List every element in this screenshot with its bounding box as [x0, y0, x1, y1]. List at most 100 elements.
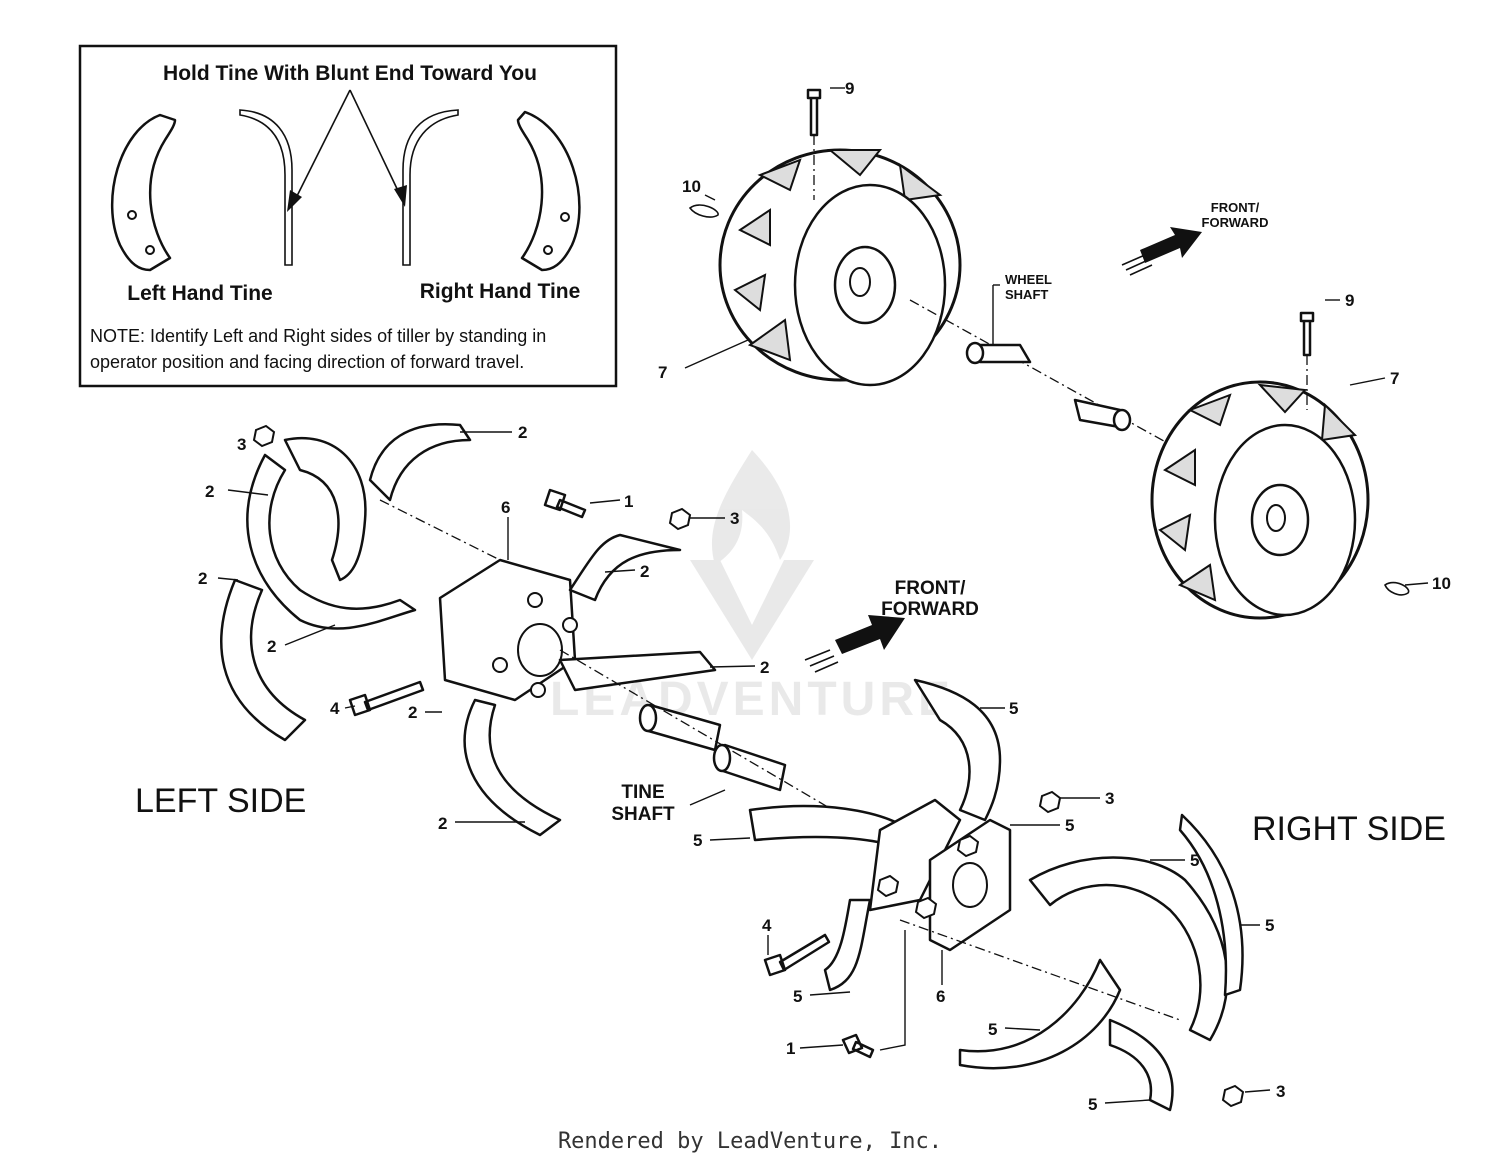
tine-hole: [127, 210, 137, 220]
left-hand-tine-label: Left Hand Tine: [127, 282, 272, 305]
tine-right-lower-left: [823, 898, 872, 992]
arrow-left-blunt-end: [294, 89, 351, 201]
tine-left-top-back: [283, 436, 367, 582]
callout-3: 3: [237, 435, 246, 454]
callout-10: 10: [682, 177, 701, 196]
forward-arrow-lower: FRONT/ FORWARD: [804, 578, 979, 673]
right-side-label: RIGHT SIDE: [1252, 810, 1446, 848]
front-forward-small-1: FRONT/: [1211, 200, 1260, 215]
callout-10: 10: [1432, 574, 1451, 593]
callout-2: 2: [205, 482, 214, 501]
callout-7: 7: [1390, 369, 1399, 388]
hitch-pin-9-top: [806, 88, 822, 137]
left-side-label: LEFT SIDE: [135, 782, 306, 820]
tine-right-lower-curve: [1108, 1018, 1174, 1112]
front-forward-small-2: FORWARD: [1202, 215, 1269, 230]
hex-nut-3-top: [252, 424, 276, 448]
callout-1: 1: [624, 492, 633, 511]
hitch-pin-9-bottom: [1299, 311, 1315, 357]
right-hand-tine-flat: [516, 110, 581, 272]
flange-center-hole-right: [952, 862, 988, 908]
flange-nut: [530, 682, 546, 698]
arrow-right-blunt-end: [349, 89, 401, 196]
tine-left-bottom: [463, 698, 562, 837]
wheel-shaft-label-1: WHEEL: [1005, 272, 1052, 287]
callout-5: 5: [1190, 851, 1199, 870]
hub-hole-left: [849, 267, 871, 297]
callout-2: 2: [640, 562, 649, 581]
footer-credit: Rendered by LeadVenture, Inc.: [558, 1129, 942, 1154]
v-logo-icon: [690, 560, 814, 660]
forward-arrow-icon: [835, 615, 905, 654]
callout-2: 2: [198, 569, 207, 588]
callout-9: 9: [845, 79, 854, 98]
right-hand-tine-edge: [402, 109, 459, 266]
bolt-4-left: [348, 680, 425, 717]
tine-shaft-label-2: SHAFT: [611, 804, 675, 825]
inset-note-line1: NOTE: Identify Left and Right sides of t…: [90, 326, 546, 346]
bolt-1-top: [543, 488, 587, 519]
tine-orientation-inset: Hold Tine With Blunt End Toward You Left…: [78, 44, 618, 388]
callout-2: 2: [438, 814, 447, 833]
right-hand-tine-label: Right Hand Tine: [420, 280, 581, 303]
wheel-shaft-end-2: [1112, 408, 1132, 432]
bolt-1-bottom: [841, 1033, 875, 1059]
callout-5: 5: [1088, 1095, 1097, 1114]
inset-frame: [78, 44, 618, 388]
hex-nut-3-lower-right: [1221, 1084, 1245, 1108]
tine-hole: [145, 245, 155, 255]
callout-5: 5: [693, 831, 702, 850]
callout-2: 2: [760, 658, 769, 677]
left-hand-tine-edge: [239, 109, 293, 266]
callout-3: 3: [730, 509, 739, 528]
hub-hole-right: [1266, 504, 1286, 532]
hex-nut-3-upper-right: [1038, 790, 1062, 814]
tine-shaft-label-1: TINE: [621, 782, 664, 803]
tine-left-lower: [220, 578, 307, 742]
wheel-assembly-left: [688, 88, 962, 387]
callout-5: 5: [1009, 699, 1018, 718]
tire-tread-left: [733, 149, 943, 362]
tire-tread-right: [1158, 383, 1358, 602]
inset-title: Hold Tine With Blunt End Toward You: [163, 62, 537, 85]
callout-4: 4: [762, 916, 772, 935]
callout-4: 4: [330, 699, 340, 718]
tine-shaft: [559, 649, 851, 821]
callout-numbers: 9 10 7 9 7 10 2 3 2 1 6 3 2 2 2 2 4 2 2 …: [198, 79, 1451, 1114]
wheel-assembly-right: [1150, 311, 1410, 620]
flange-center-hole-left: [517, 623, 563, 677]
flange-nut: [492, 657, 508, 673]
left-hand-tine-flat: [111, 113, 177, 272]
forward-arrow-upper: FRONT/ FORWARD: [1121, 200, 1269, 276]
tine-hole: [560, 212, 570, 222]
callout-6: 6: [936, 987, 945, 1006]
tine-hole: [543, 245, 553, 255]
callout-2: 2: [267, 637, 276, 656]
tine-right-curve-side: [1178, 813, 1244, 997]
hex-nut: [876, 874, 900, 898]
wheel-shaft-end-1: [965, 341, 985, 365]
tine-right-top: [913, 678, 1002, 822]
callout-1: 1: [786, 1039, 795, 1058]
callout-3: 3: [1276, 1082, 1285, 1101]
callout-2: 2: [408, 703, 417, 722]
wheel-shaft-label-2: SHAFT: [1005, 287, 1048, 302]
callout-5: 5: [988, 1020, 997, 1039]
callout-3: 3: [1105, 789, 1114, 808]
tine-shaft-end-1: [638, 703, 658, 733]
wheel-shaft: [909, 284, 1181, 451]
inset-note-line2: operator position and facing direction o…: [90, 352, 524, 372]
forward-arrow-icon: [1140, 227, 1202, 263]
hex-nut: [956, 834, 980, 858]
front-forward-big-2: FORWARD: [881, 599, 979, 620]
left-tine-assembly: [220, 423, 717, 837]
callout-6: 6: [501, 498, 510, 517]
bolt-4-right: [763, 933, 831, 977]
tine-left-right-upper: [568, 533, 682, 602]
callout-9: 9: [1345, 291, 1354, 310]
callout-5: 5: [1265, 916, 1274, 935]
tine-left-side: [246, 453, 417, 630]
tine-right-bottom: [958, 958, 1122, 1070]
hairpin-clip-10-bottom: [1384, 581, 1410, 596]
